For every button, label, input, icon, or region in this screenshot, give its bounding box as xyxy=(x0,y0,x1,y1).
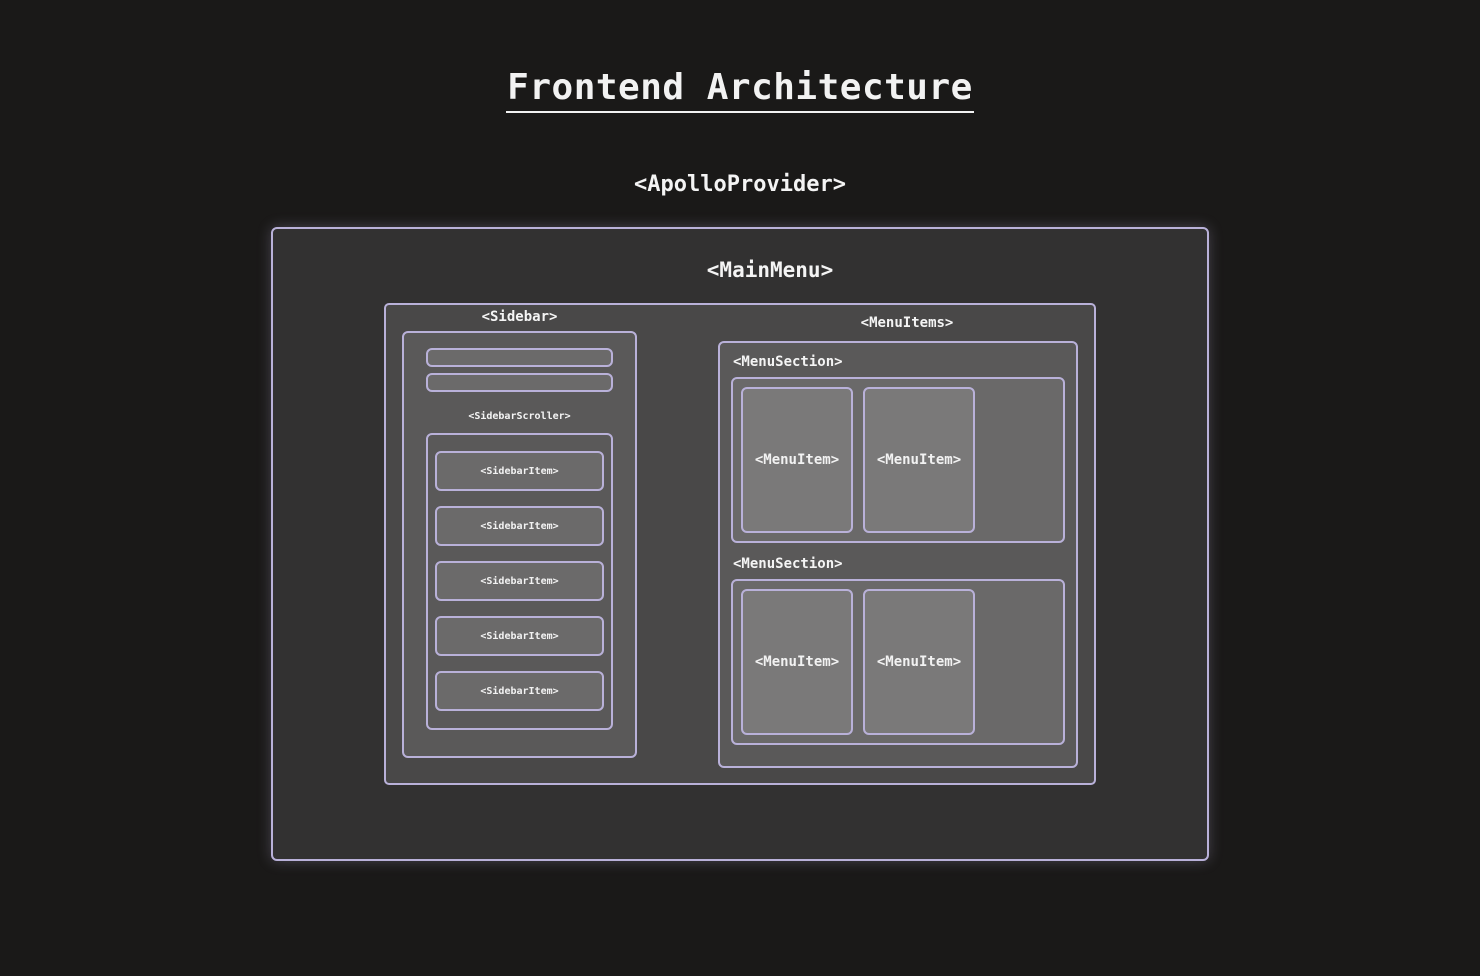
sidebar-item-label: <SidebarItem> xyxy=(480,630,559,642)
menu-items-label: <MenuItems> xyxy=(860,315,954,331)
menu-item-label: <MenuItem> xyxy=(876,452,962,468)
sidebar-item-label: <SidebarItem> xyxy=(480,520,559,532)
menu-section-label: <MenuSection> xyxy=(733,556,843,572)
sidebar-header-bar xyxy=(426,373,613,392)
page-title: Frontend Architecture xyxy=(506,66,974,113)
sidebar-item: <SidebarItem> xyxy=(435,561,604,601)
sidebar-item-label: <SidebarItem> xyxy=(480,575,559,587)
sidebar-item: <SidebarItem> xyxy=(435,451,604,491)
main-menu-label: <MainMenu> xyxy=(706,258,834,282)
page-title-wrapper: Frontend Architecture xyxy=(0,66,1480,113)
sidebar-item: <SidebarItem> xyxy=(435,506,604,546)
sidebar-label: <Sidebar> xyxy=(481,309,558,325)
sidebar-item: <SidebarItem> xyxy=(435,671,604,711)
sidebar-item-label: <SidebarItem> xyxy=(480,685,559,697)
menu-item: <MenuItem> xyxy=(741,589,853,735)
menu-item: <MenuItem> xyxy=(863,387,975,533)
menu-section-label: <MenuSection> xyxy=(733,354,843,370)
menu-item-label: <MenuItem> xyxy=(754,654,840,670)
sidebar-header-bar xyxy=(426,348,613,367)
sidebar-item: <SidebarItem> xyxy=(435,616,604,656)
apollo-provider-label: <ApolloProvider> xyxy=(634,172,846,197)
menu-item: <MenuItem> xyxy=(741,387,853,533)
sidebar-scroller-label: <SidebarScroller> xyxy=(468,411,571,422)
menu-item-label: <MenuItem> xyxy=(876,654,962,670)
menu-item: <MenuItem> xyxy=(863,589,975,735)
menu-item-label: <MenuItem> xyxy=(754,452,840,468)
sidebar-item-label: <SidebarItem> xyxy=(480,465,559,477)
